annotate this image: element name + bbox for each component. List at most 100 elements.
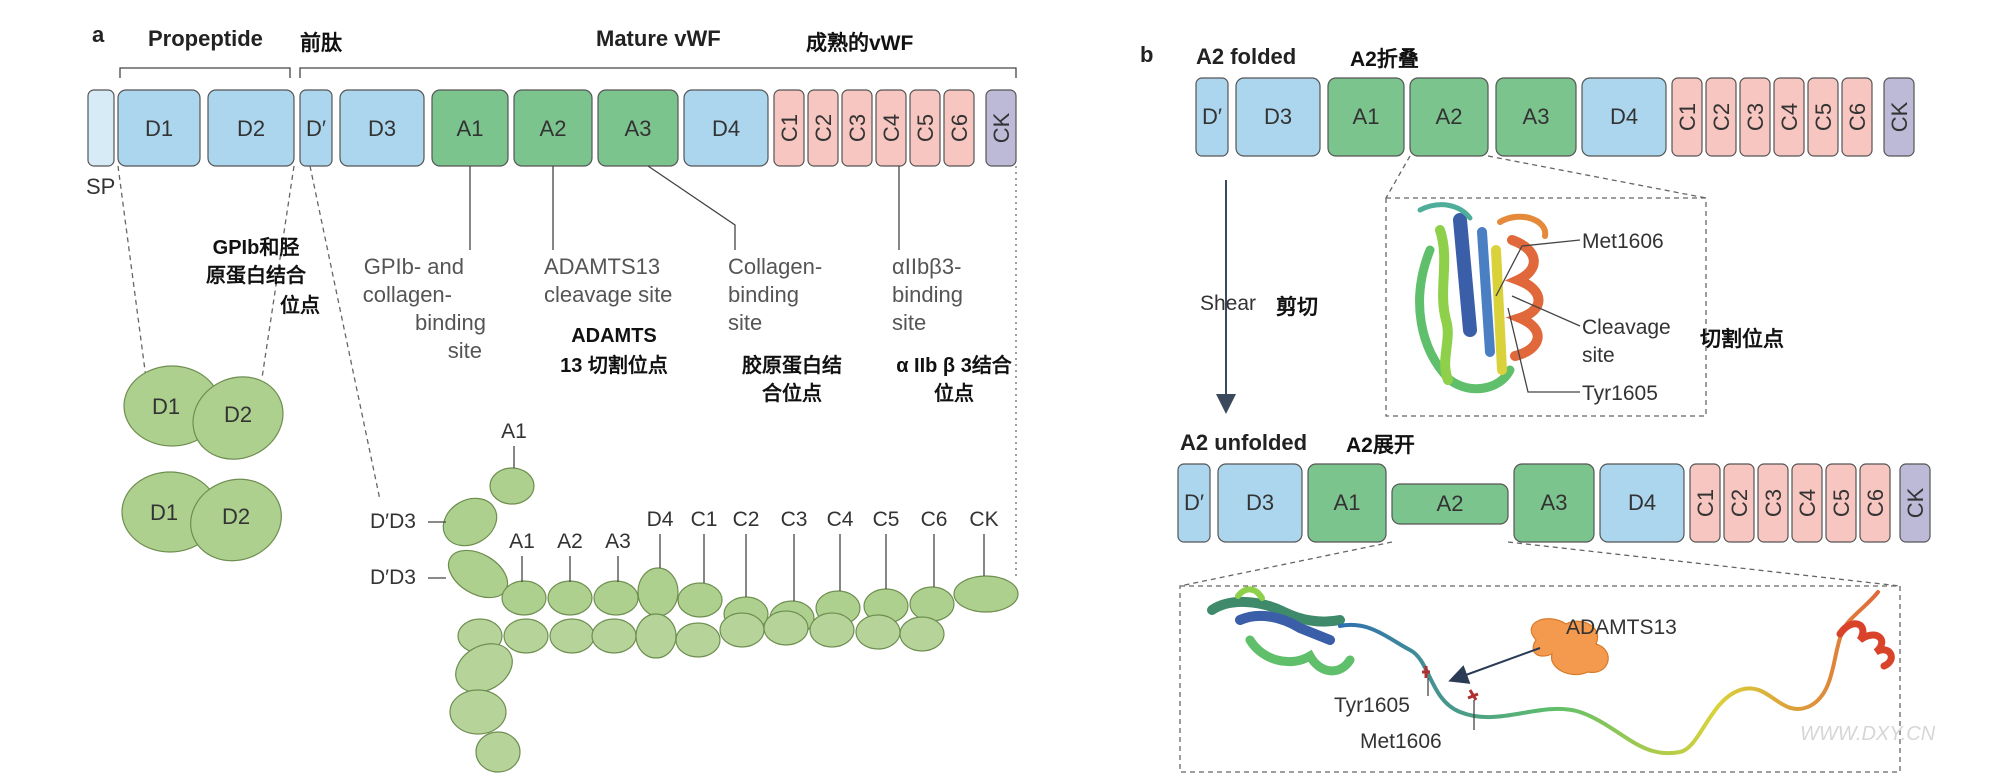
unfolded-helix-red xyxy=(1836,620,1895,670)
a2-site-cn-line1: ADAMTS xyxy=(571,325,657,347)
folded-dprime-domain xyxy=(1195,77,1229,157)
folded-domain-bar: D′ D3 A1 A2 A3 D4 C1 C2 C3 C4 C5 C6 CK xyxy=(1195,77,1915,157)
cleavage-leader xyxy=(1511,295,1581,327)
folded-d3-label: D3 xyxy=(1264,104,1292,129)
a3-domain-label: A3 xyxy=(625,116,652,141)
unfolded-c6-domain xyxy=(1859,463,1891,543)
multimer-lower-3 xyxy=(549,618,595,654)
unfolded-d4-label: D4 xyxy=(1628,490,1656,515)
multimer-label-a2: A2 xyxy=(557,530,583,553)
multimer-label-a3: A3 xyxy=(605,530,631,553)
multimer-lower-12 xyxy=(455,643,513,693)
folded-c2-label: C2 xyxy=(1709,103,1734,131)
a2-site-cn-line2: 13 切割位点 xyxy=(560,353,668,377)
unfolded-a2-domain xyxy=(1391,483,1509,525)
multimer-a3 xyxy=(593,580,639,616)
adamts13-label: ADAMTS13 xyxy=(1566,616,1677,639)
unfolded-c2-domain xyxy=(1723,463,1755,543)
unfolded-d4-domain xyxy=(1599,463,1685,543)
unfolded-a1-label: A1 xyxy=(1334,490,1361,515)
propeptide-label-cn: 前肽 xyxy=(300,31,343,55)
mature-bracket xyxy=(299,67,1017,78)
folded-a2-label: A2 xyxy=(1436,104,1463,129)
folded-c1-domain xyxy=(1671,77,1703,157)
multimer-lower-14 xyxy=(475,731,521,773)
unfolded-helix-green xyxy=(1245,635,1355,676)
cleavage-label-line1: Cleavage xyxy=(1582,316,1671,339)
a1-domain-label: A1 xyxy=(457,116,484,141)
unfolded-dprime-domain xyxy=(1177,463,1211,543)
multimer-ck xyxy=(953,575,1019,613)
multimer-label-c3: C3 xyxy=(781,508,808,531)
unfolded-zoom-left xyxy=(1179,541,1393,587)
d3-domain xyxy=(339,89,425,167)
met-residue-marker xyxy=(1467,689,1479,701)
cleavage-label-cn: 切割位点 xyxy=(1700,327,1784,351)
shear-label: Shear xyxy=(1200,292,1256,315)
a3-connector xyxy=(647,165,736,250)
multimer-lower-11 xyxy=(899,616,945,652)
a2-site-line2: cleavage site xyxy=(544,282,672,307)
panel-a-label: a xyxy=(92,22,105,47)
multimer-lower-10 xyxy=(855,614,901,650)
folded-strand-blue xyxy=(1453,213,1477,337)
multimer-label-c4: C4 xyxy=(827,508,854,531)
folded-c1-label: C1 xyxy=(1675,103,1700,131)
a2-site-line1: ADAMTS13 xyxy=(544,254,660,279)
multimer-lower-8 xyxy=(763,610,809,646)
a2-unfolded-label: A2 unfolded xyxy=(1180,430,1307,455)
folded-zoom-right xyxy=(1487,155,1707,199)
multimer-a2 xyxy=(547,580,593,616)
watermark: WWW.DXY.CN xyxy=(1800,723,1936,745)
unfolded-ck-domain xyxy=(1899,463,1931,543)
tyr-label: Tyr1605 xyxy=(1582,382,1658,405)
folded-a3-domain xyxy=(1495,77,1577,157)
dprime-domain xyxy=(299,89,333,167)
shear-label-cn: 剪切 xyxy=(1276,295,1318,319)
unfolded-a1-domain xyxy=(1307,463,1387,543)
unfolded-ck-label: CK xyxy=(1903,487,1928,518)
c2-domain-label: C2 xyxy=(811,114,836,142)
propeptide-label: Propeptide xyxy=(148,26,263,51)
a3-site-line2: binding xyxy=(728,282,799,307)
propeptide-dimer-top: D1 D2 xyxy=(123,365,284,460)
mature-label: Mature vWF xyxy=(596,26,721,51)
multimer-label-a1: A1 xyxy=(509,530,535,553)
gpib-fib-cn-line3: 位点 xyxy=(280,293,320,317)
a2-unfolded-label-cn: A2展开 xyxy=(1346,434,1415,457)
dprime-domain-label: D′ xyxy=(306,116,326,141)
folded-zoom-left xyxy=(1385,155,1411,199)
ck-domain xyxy=(985,89,1017,167)
a1-site-line1: GPIb- and xyxy=(364,254,464,279)
multimer-lower-13 xyxy=(449,689,507,735)
folded-c3-domain xyxy=(1739,77,1771,157)
d2-domain-label: D2 xyxy=(237,116,265,141)
folded-helix-lime xyxy=(1435,225,1453,385)
multimer-lower-9 xyxy=(809,612,855,648)
folded-c6-domain xyxy=(1841,77,1873,157)
c1-domain-label: C1 xyxy=(777,114,802,142)
unfolded-c4-domain xyxy=(1791,463,1823,543)
tyr-bottom-label: Tyr1605 xyxy=(1334,694,1410,717)
dimer2-d2-label: D2 xyxy=(222,504,250,529)
folded-a2-domain xyxy=(1409,77,1489,157)
folded-ck-domain xyxy=(1883,77,1915,157)
multimer-a1 xyxy=(501,580,547,616)
unfolded-c1-label: C1 xyxy=(1693,489,1718,517)
unfolded-c2-label: C2 xyxy=(1727,489,1752,517)
c4-site-cn-line1: α IIb β 3结合 xyxy=(896,353,1013,377)
folded-c5-label: C5 xyxy=(1811,103,1836,131)
dash-dprime xyxy=(309,165,381,501)
unfolded-c5-domain xyxy=(1825,463,1857,543)
folded-loop-teal xyxy=(1417,202,1473,221)
a1-site-line3: binding xyxy=(415,310,486,335)
tyr-leader xyxy=(1507,307,1580,393)
multimer-d4 xyxy=(637,567,679,617)
unfolded-dprime-label: D′ xyxy=(1184,490,1204,515)
c3-domain xyxy=(841,89,873,167)
dimer-d2-ellipse xyxy=(192,376,284,460)
gpib-fib-cn-line1: GPIb和胫 xyxy=(213,236,300,259)
unfolded-c3-label: C3 xyxy=(1761,489,1786,517)
sp-label: SP xyxy=(86,174,115,199)
multimer-label-dd3-bottom: D′D3 xyxy=(370,566,416,589)
